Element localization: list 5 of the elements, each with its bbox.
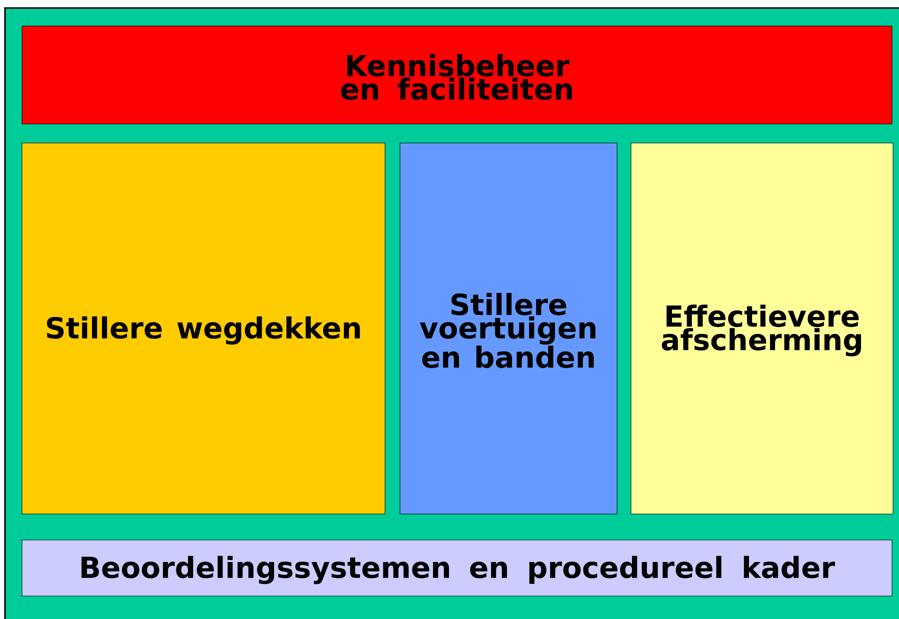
panel-box: Stillere voertuigen en banden (400, 142, 618, 514)
panel-box: Effectievere afscherming (630, 142, 894, 514)
panel-box: Stillere wegdekken (22, 142, 386, 514)
banner-box: Beoordelingssystemen en procedureel kader (22, 540, 892, 596)
banner-box: Kennisbeheer en faciliteiten (22, 26, 892, 124)
